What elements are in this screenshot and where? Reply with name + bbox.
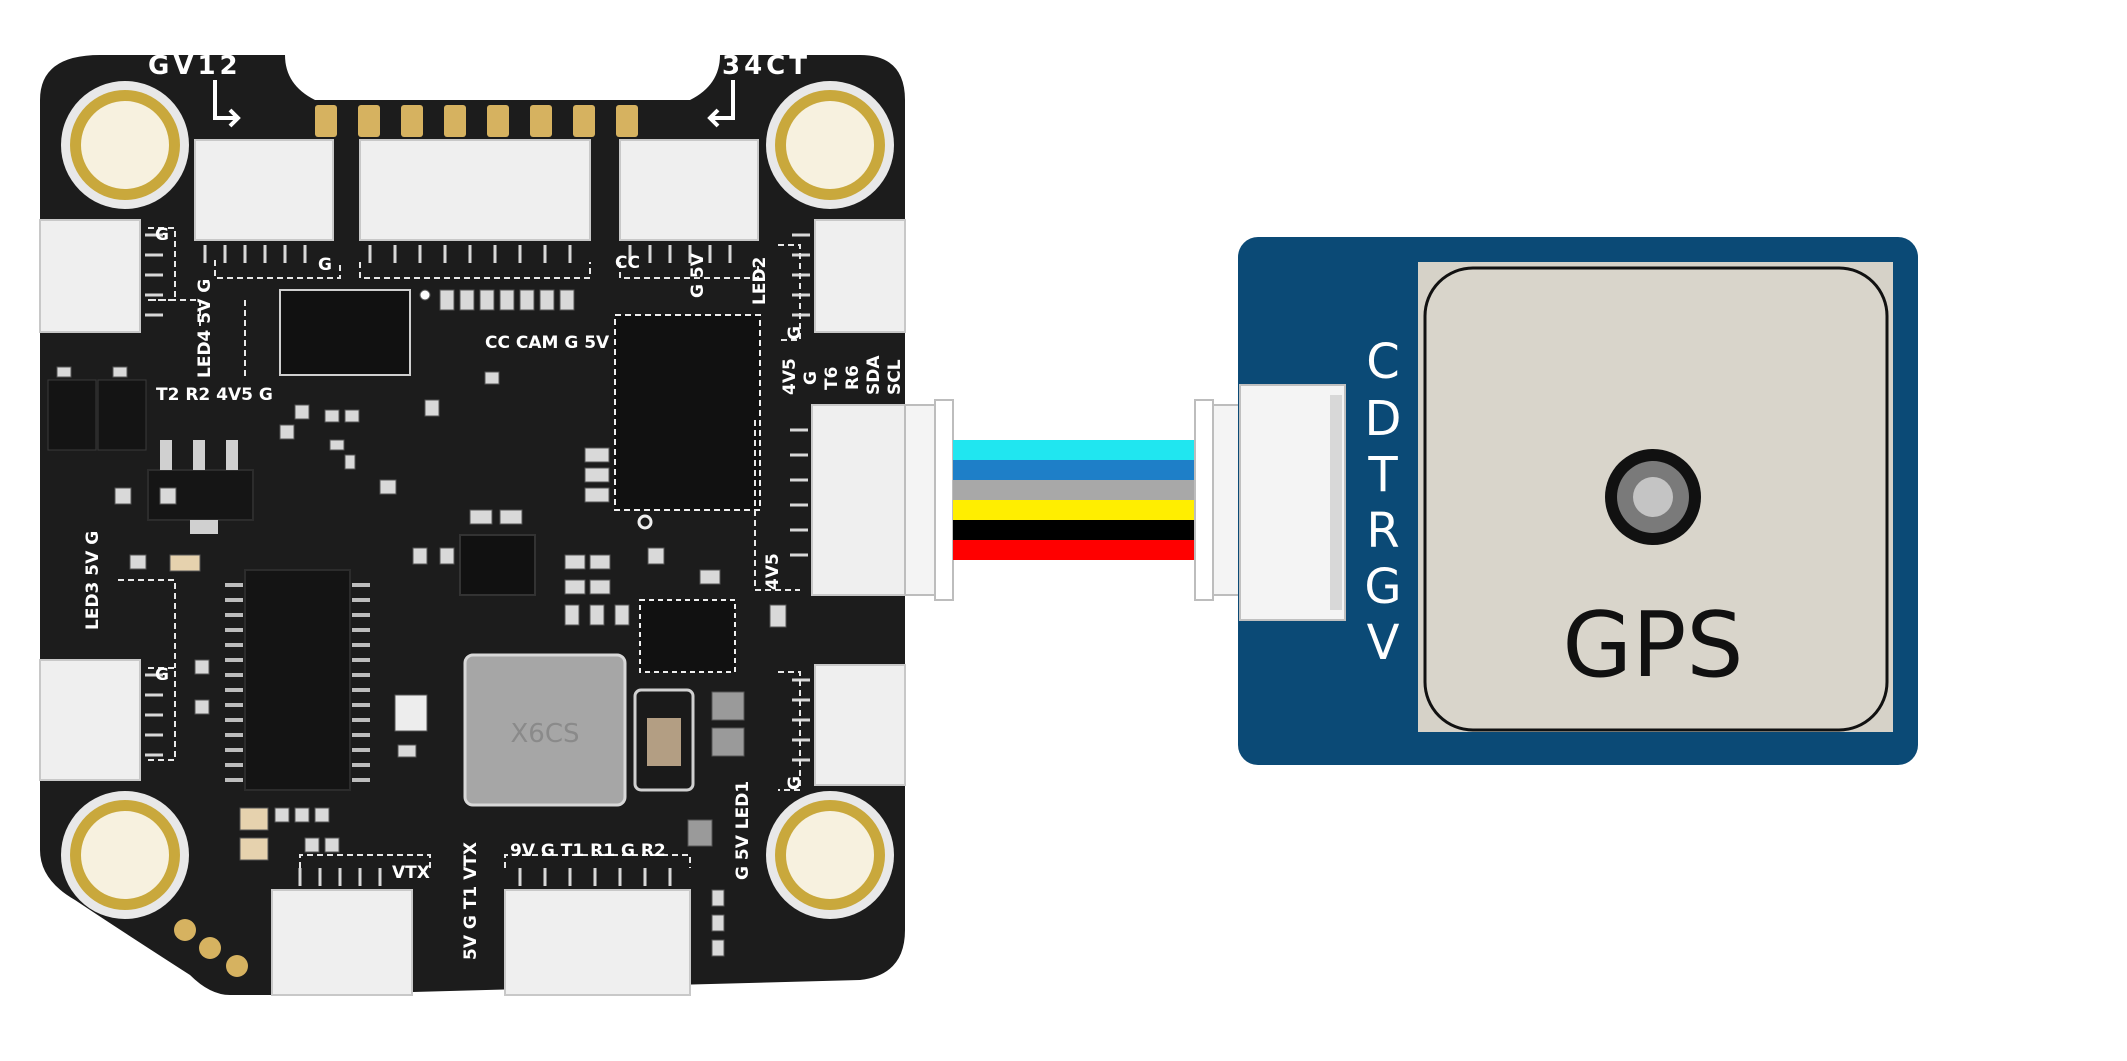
gold-pads-top xyxy=(315,105,638,137)
corner-label-34ct: 34CT xyxy=(722,51,811,81)
gps-pin-labels: C D T R G V xyxy=(1364,334,1401,671)
silk-vtx-side: 5V G T1 VTX xyxy=(461,842,481,960)
mosfets xyxy=(47,379,147,451)
gold-pads-bottom-left xyxy=(174,919,248,977)
gps-cable xyxy=(904,399,1244,601)
silk-g-right-top: G xyxy=(785,326,805,340)
silk-led4: LED4 5V G xyxy=(195,279,215,378)
connector-top-left xyxy=(194,139,334,241)
gps-connector xyxy=(1239,384,1346,621)
connector-right-upper xyxy=(814,219,906,333)
silk-4v5-gps: 4V5 xyxy=(780,358,800,395)
gps-pin-r: R xyxy=(1366,503,1399,559)
cable-wire-3 xyxy=(953,480,1195,500)
silk-g-mid-top: G xyxy=(318,255,332,275)
mounting-hole-bottom-left xyxy=(61,791,189,919)
cable-plug-right xyxy=(1194,399,1244,601)
silk-labels: G G CC G 5V LED2 LED4 5V G CC CAM G 5V T… xyxy=(83,225,905,960)
silk-led2: LED2 xyxy=(750,257,770,305)
antenna-feed-icon xyxy=(1605,449,1701,545)
cable-wire-2 xyxy=(953,460,1195,480)
flight-controller-board: GV12 34CT xyxy=(39,51,906,996)
cable-wire-4 xyxy=(953,500,1195,520)
silk-led3: LED3 5V G xyxy=(83,531,103,630)
silk-g-top-left: G xyxy=(155,225,169,245)
baro-chip xyxy=(639,599,736,673)
gps-module: C D T R G V GPS xyxy=(1238,237,1918,765)
mcu-chip-pins xyxy=(225,583,370,782)
cable-wires xyxy=(953,440,1195,560)
silk-vtx-header: VTX xyxy=(392,863,430,883)
gps-pin-g: G xyxy=(1364,559,1401,615)
connector-bottom-right xyxy=(504,889,691,996)
silk-g5v-top: G 5V xyxy=(688,252,708,298)
imu-chip xyxy=(459,534,536,596)
inductor: X6CS xyxy=(463,653,627,807)
connector-left-lower xyxy=(39,659,141,781)
processor-chip xyxy=(614,314,761,511)
cable-wire-6 xyxy=(953,540,1195,560)
connector-right-lower xyxy=(814,664,906,786)
silk-g-left-mid: G xyxy=(155,665,169,685)
fiducial-mark xyxy=(637,514,653,530)
cable-wire-1 xyxy=(953,440,1195,460)
silk-r6: R6 xyxy=(843,365,863,390)
silk-led1: G 5V LED1 xyxy=(733,781,753,880)
smd-components xyxy=(56,289,787,957)
mcu-chip xyxy=(244,569,351,791)
silk-scl: SCL xyxy=(885,359,905,395)
silk-g-gps: G xyxy=(801,371,821,385)
connector-bottom-left xyxy=(271,889,413,996)
gps-pin-t: T xyxy=(1367,447,1398,503)
cable-plug-left xyxy=(904,399,954,601)
silk-cc-cam: CC CAM G 5V xyxy=(485,333,610,353)
cable-wire-5 xyxy=(953,520,1195,540)
silk-g-right-low: G xyxy=(785,776,805,790)
gps-pin-v: V xyxy=(1367,615,1400,671)
regulator-pins xyxy=(160,440,238,534)
capacitor xyxy=(633,688,695,792)
silk-cc-top: CC xyxy=(615,253,640,273)
silk-sda: SDA xyxy=(864,355,884,395)
small-chip xyxy=(279,289,411,376)
mounting-hole-top-right xyxy=(766,81,894,209)
corner-label-gv12: GV12 xyxy=(148,51,242,81)
connector-top-right xyxy=(619,139,759,241)
gps-pin-c: C xyxy=(1366,334,1400,390)
gps-antenna: GPS xyxy=(1418,262,1893,732)
connector-top-center xyxy=(359,139,591,241)
gps-label: GPS xyxy=(1562,593,1743,698)
svg-text:X6CS: X6CS xyxy=(510,719,579,749)
gps-pin-d: D xyxy=(1365,391,1402,447)
silk-t6: T6 xyxy=(822,367,842,390)
mounting-hole-top-left xyxy=(61,81,189,209)
silk-4v5-side: 4V5 xyxy=(763,553,783,590)
connectors xyxy=(39,139,906,996)
mounting-hole-bottom-right xyxy=(766,791,894,919)
silk-bottom-header: 9V G T1 R1 G R2 xyxy=(510,841,666,861)
silk-t2r2: T2 R2 4V5 G xyxy=(156,385,273,405)
connector-left-upper xyxy=(39,219,141,333)
silkscreen-lines xyxy=(118,227,801,868)
connector-right-gps xyxy=(811,404,906,596)
arrow-icon xyxy=(707,80,735,128)
arrow-icon xyxy=(213,80,241,128)
